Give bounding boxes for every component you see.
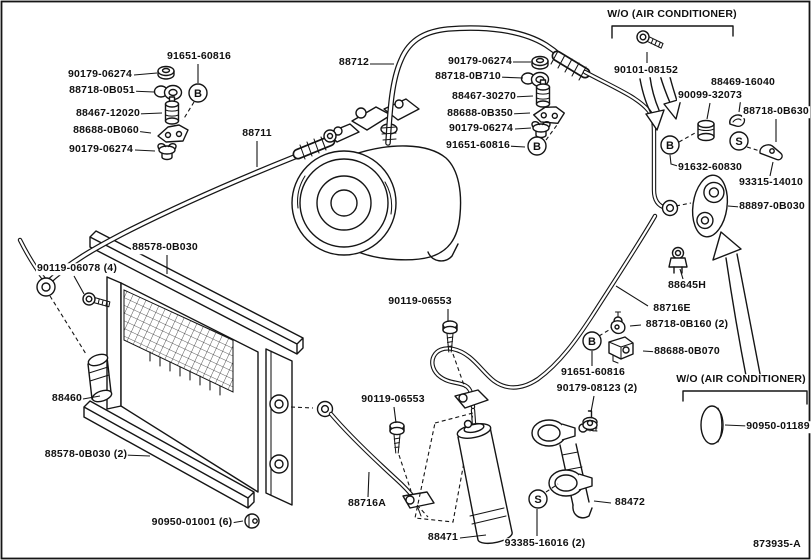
part-label-91651-60816: 91651-60816 — [165, 50, 233, 63]
compressor-art — [291, 98, 462, 262]
part-label-91651-60816: 91651-60816 — [559, 366, 627, 379]
part-label-88471: 88471 — [426, 531, 460, 544]
clamp-88718-0B630-icon — [758, 142, 785, 162]
condenser-core-mesh — [123, 289, 234, 393]
part-label-88578-0B030-2: 88578-0B030 (2) — [43, 448, 129, 461]
plug-90950-01001 — [244, 513, 260, 529]
grommet-90099-32073-icon — [697, 119, 715, 142]
part-label-88718-0B710: 88718-0B710 — [434, 70, 502, 83]
nut-90179-06274-icon — [531, 121, 551, 139]
condenser-art — [83, 230, 304, 529]
valve-88645H-icon — [668, 246, 688, 274]
drier-88471 — [414, 412, 513, 545]
part-label-88718-0B630: 88718-0B630 — [742, 105, 810, 118]
part-label-93315-14010: 93315-14010 — [737, 176, 805, 189]
part-label-90179-06274: 90179-06274 — [446, 55, 514, 68]
part-label-88472: 88472 — [613, 496, 647, 509]
plug-90950-01189-icon — [700, 405, 724, 445]
part-label-91632-60830: 91632-60830 — [676, 161, 744, 174]
part-label-88718-0B160: 88718-0B160 (2) — [644, 318, 730, 331]
part-label-93385-16016: 93385-16016 (2) — [503, 537, 587, 550]
part-label-88711: 88711 — [241, 127, 273, 140]
receiver-drier-88460 — [87, 353, 113, 403]
figure-code-label: 873935-A — [752, 538, 802, 551]
grommet-88897-icon — [691, 174, 729, 238]
nut-90179-06274-icon — [157, 65, 175, 80]
part-label-88578-0B030: 88578-0B030 — [131, 241, 199, 254]
wo-ac-bottom-group — [682, 231, 808, 445]
wo-air-conditioner-label-top: W/O (AIR CONDITIONER) — [606, 8, 738, 21]
hose-88711 — [17, 123, 360, 297]
nut-90179-06274-icon — [531, 55, 549, 70]
fastener-stack-midright — [608, 311, 634, 364]
symbol-b-icon: B — [533, 141, 541, 153]
part-label-90179-06274: 90179-06274 — [66, 68, 134, 81]
part-label-90099-32073: 90099-32073 — [676, 89, 744, 102]
part-label-88467-30270: 88467-30270 — [450, 90, 518, 103]
leader-lines — [73, 52, 777, 539]
wo-air-conditioner-label-bottom: W/O (AIR CONDITIONER) — [675, 373, 807, 386]
part-label-90950-01189: 90950-01189 — [745, 420, 811, 433]
clamp-88718-0B160-icon — [610, 311, 626, 335]
part-label-90119-06078: 90119-06078 (4) — [35, 262, 119, 275]
part-label-88460: 88460 — [50, 392, 84, 405]
symbol-b-icon: B — [666, 140, 674, 152]
nut-90179-06274-icon — [157, 143, 177, 161]
part-label-90119-06553: 90119-06553 — [360, 393, 426, 406]
fastener-stack-middle — [520, 55, 566, 139]
symbol-b-icon: B — [194, 88, 202, 100]
bracket-88688-0B070-icon — [608, 336, 634, 364]
part-label-90179-06274: 90179-06274 — [447, 122, 515, 135]
part-label-88469-16040: 88469-16040 — [709, 76, 777, 89]
part-label-90179-08123: 90179-08123 (2) — [555, 382, 639, 395]
part-label-91651-60816: 91651-60816 — [444, 139, 512, 152]
part-label-88688-0B350: 88688-0B350 — [446, 107, 514, 120]
bolt-90119-06553-icon — [389, 421, 405, 454]
part-label-88716E: 88716E — [652, 302, 692, 315]
part-label-90119-06553: 90119-06553 — [387, 295, 453, 308]
part-label-88897-0B030: 88897-0B030 — [738, 200, 806, 213]
part-label-90179-06274: 90179-06274 — [67, 143, 135, 156]
part-label-88645H: 88645H — [667, 279, 707, 292]
wo-ac-top-group — [611, 25, 785, 162]
symbol-s-icon: S — [735, 136, 742, 148]
clamp-88718-0B051-icon — [153, 84, 183, 101]
part-label-88718-0B051: 88718-0B051 — [68, 84, 136, 97]
part-label-90101-08152: 90101-08152 — [612, 64, 680, 77]
symbol-circles: B B B B S S — [188, 83, 749, 509]
part-label-88688-0B070: 88688-0B070 — [653, 345, 721, 358]
symbol-s-icon: S — [534, 494, 541, 506]
part-label-88712: 88712 — [337, 56, 371, 69]
part-label-88716A: 88716A — [347, 497, 387, 510]
part-label-90950-01001: 90950-01001 (6) — [150, 516, 234, 529]
symbol-b-icon: B — [588, 336, 596, 348]
part-label-88688-0B060: 88688-0B060 — [72, 124, 140, 137]
washer-90179-08123-icon — [582, 410, 598, 431]
damper-88467-12020-icon — [164, 96, 180, 125]
bracket-88688-0B060-icon — [157, 124, 189, 143]
pipe-88716E — [430, 213, 688, 427]
dashed-lines — [49, 101, 761, 518]
part-label-88467-12020: 88467-12020 — [74, 107, 142, 120]
bolt-90101-08152-icon — [634, 28, 666, 52]
bracket-88472 — [531, 410, 598, 519]
union-nut-icon — [661, 199, 679, 217]
